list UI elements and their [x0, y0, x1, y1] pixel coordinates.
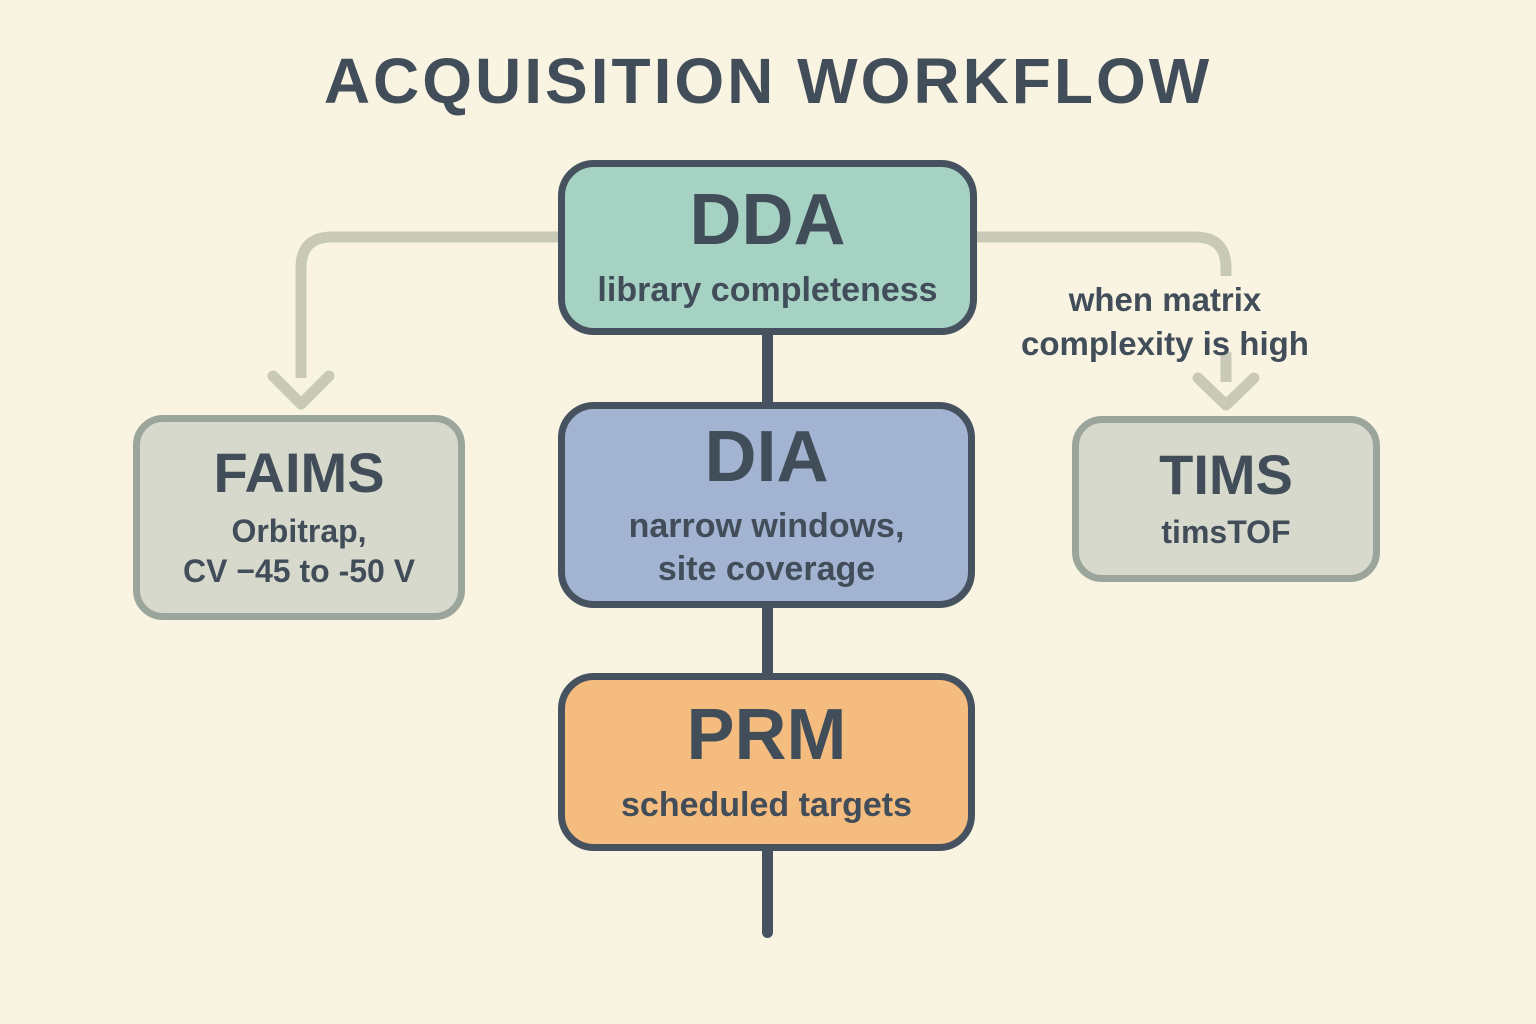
- dda-to-faims-connector: [295, 231, 558, 378]
- tims-label: TIMS: [1159, 442, 1293, 506]
- dia-subtitle-line-1: narrow windows,: [628, 507, 905, 546]
- tims-node: TIMS timsTOF: [1072, 416, 1380, 582]
- dda-label: DDA: [689, 180, 846, 261]
- dia-subtitle: narrow windows, site coverage: [629, 505, 905, 590]
- page-title: ACQUISITION WORKFLOW: [323, 45, 1213, 117]
- faims-label: FAIMS: [213, 441, 385, 505]
- tims-subtitle: timsTOF: [1161, 514, 1291, 551]
- annotation-line-1: when matrix: [1068, 281, 1262, 318]
- right-branch-annotation: when matrix complexity is high: [995, 278, 1335, 366]
- dda-node: DDA library completeness: [558, 160, 977, 335]
- dda-to-tims-connector: [977, 231, 1232, 276]
- dia-label: DIA: [704, 416, 829, 497]
- faims-arrowhead-icon: [267, 370, 335, 410]
- faims-subtitle: Orbitrap, CV −45 to -50 V: [183, 511, 415, 591]
- faims-subtitle-line-1: Orbitrap,: [231, 512, 367, 549]
- annotation-line-2: complexity is high: [1021, 324, 1309, 362]
- faims-subtitle-line-2: CV −45 to -50 V: [182, 552, 416, 589]
- dia-subtitle-line-2: site coverage: [657, 549, 876, 588]
- prm-subtitle: scheduled targets: [621, 785, 912, 824]
- prm-output-connector: [762, 846, 773, 938]
- prm-node: PRM scheduled targets: [558, 673, 975, 851]
- dda-to-dia-connector: [762, 330, 773, 408]
- tims-arrowhead-icon: [1192, 372, 1260, 411]
- dia-node: DIA narrow windows, site coverage: [558, 402, 975, 608]
- dia-to-prm-connector: [762, 603, 773, 679]
- prm-label: PRM: [686, 694, 847, 775]
- faims-node: FAIMS Orbitrap, CV −45 to -50 V: [133, 415, 465, 620]
- dda-subtitle: library completeness: [597, 271, 938, 310]
